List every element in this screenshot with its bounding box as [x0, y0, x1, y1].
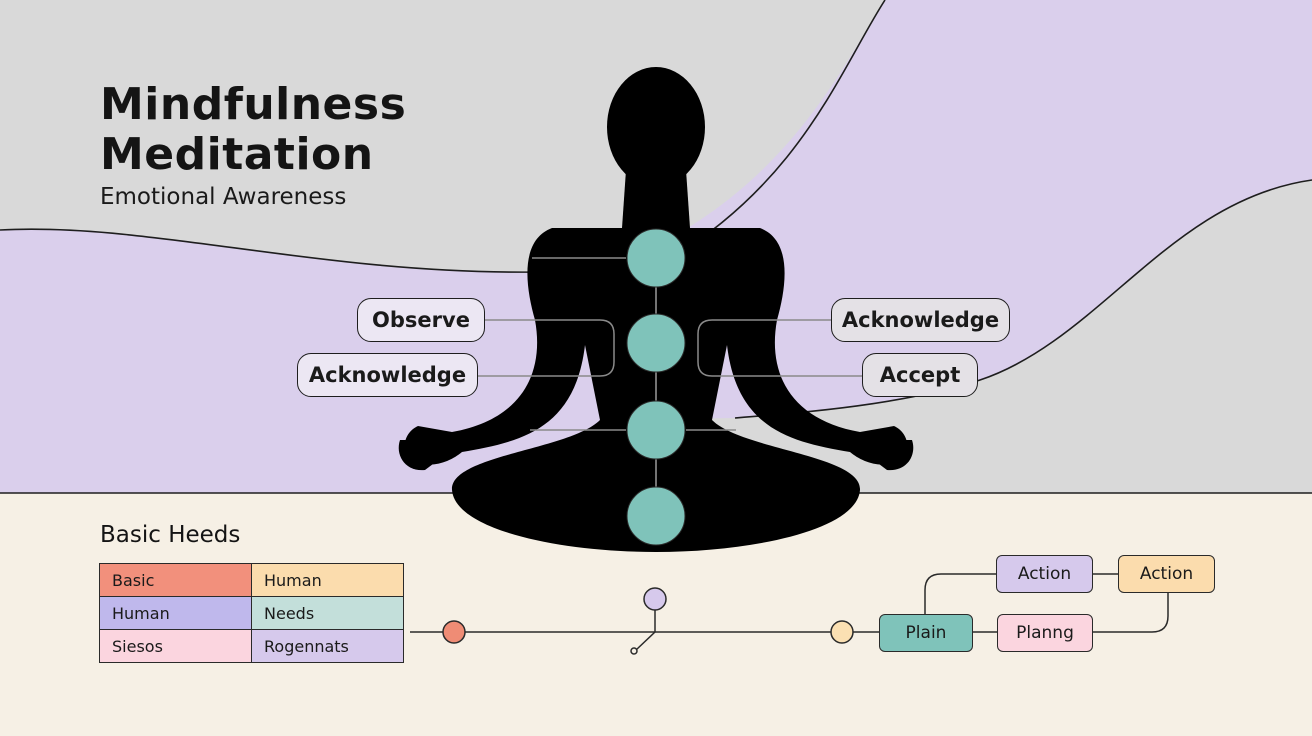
label-accept: Accept	[862, 353, 978, 397]
flow-lines	[410, 573, 1169, 651]
table-cell: Human	[99, 596, 252, 630]
table-cell: Rogennats	[251, 629, 404, 663]
left-hand-mudra	[398, 440, 445, 471]
table-row: Siesos Rogennats	[99, 629, 404, 663]
page-title: Mindfulness Meditation	[100, 80, 406, 180]
title-line-2: Meditation	[100, 129, 374, 180]
right-hand-mudra	[867, 440, 914, 471]
silhouette-head	[607, 67, 705, 187]
node-peach	[830, 620, 854, 644]
table-cell: Needs	[251, 596, 404, 630]
flow-box-action-2: Action	[1118, 555, 1215, 593]
label-observe: Observe	[357, 298, 485, 342]
flow-box-planng: Planng	[997, 614, 1093, 652]
silhouette-neck	[622, 170, 690, 228]
node-lilac	[643, 587, 667, 611]
node-coral	[442, 620, 466, 644]
label-acknowledge-right: Acknowledge	[831, 298, 1010, 342]
table-row: Basic Human	[99, 563, 404, 597]
flow-nodes	[442, 587, 854, 655]
node-small	[630, 647, 638, 655]
label-acknowledge-left: Acknowledge	[297, 353, 478, 397]
title-line-1: Mindfulness	[100, 79, 407, 130]
wave-line-left	[0, 228, 541, 273]
chakra-point-1	[626, 228, 686, 288]
chakra-point-3	[626, 400, 686, 460]
chakra-point-2	[626, 313, 686, 373]
subtitle: Emotional Awareness	[100, 184, 347, 210]
wave-line-right	[734, 179, 1312, 419]
table-cell: Human	[251, 563, 404, 597]
flow-box-action-1: Action	[996, 555, 1093, 593]
table-cell: Siesos	[99, 629, 252, 663]
needs-section-title: Basic Heeds	[100, 522, 241, 548]
connector-lines	[478, 257, 862, 516]
chakra-points	[626, 228, 686, 546]
needs-table: Basic Human Human Needs Siesos Rogennats	[99, 563, 404, 663]
chakra-point-4	[626, 486, 686, 546]
table-cell: Basic	[99, 563, 252, 597]
flow-box-plain: Plain	[879, 614, 973, 652]
table-row: Human Needs	[99, 596, 404, 630]
